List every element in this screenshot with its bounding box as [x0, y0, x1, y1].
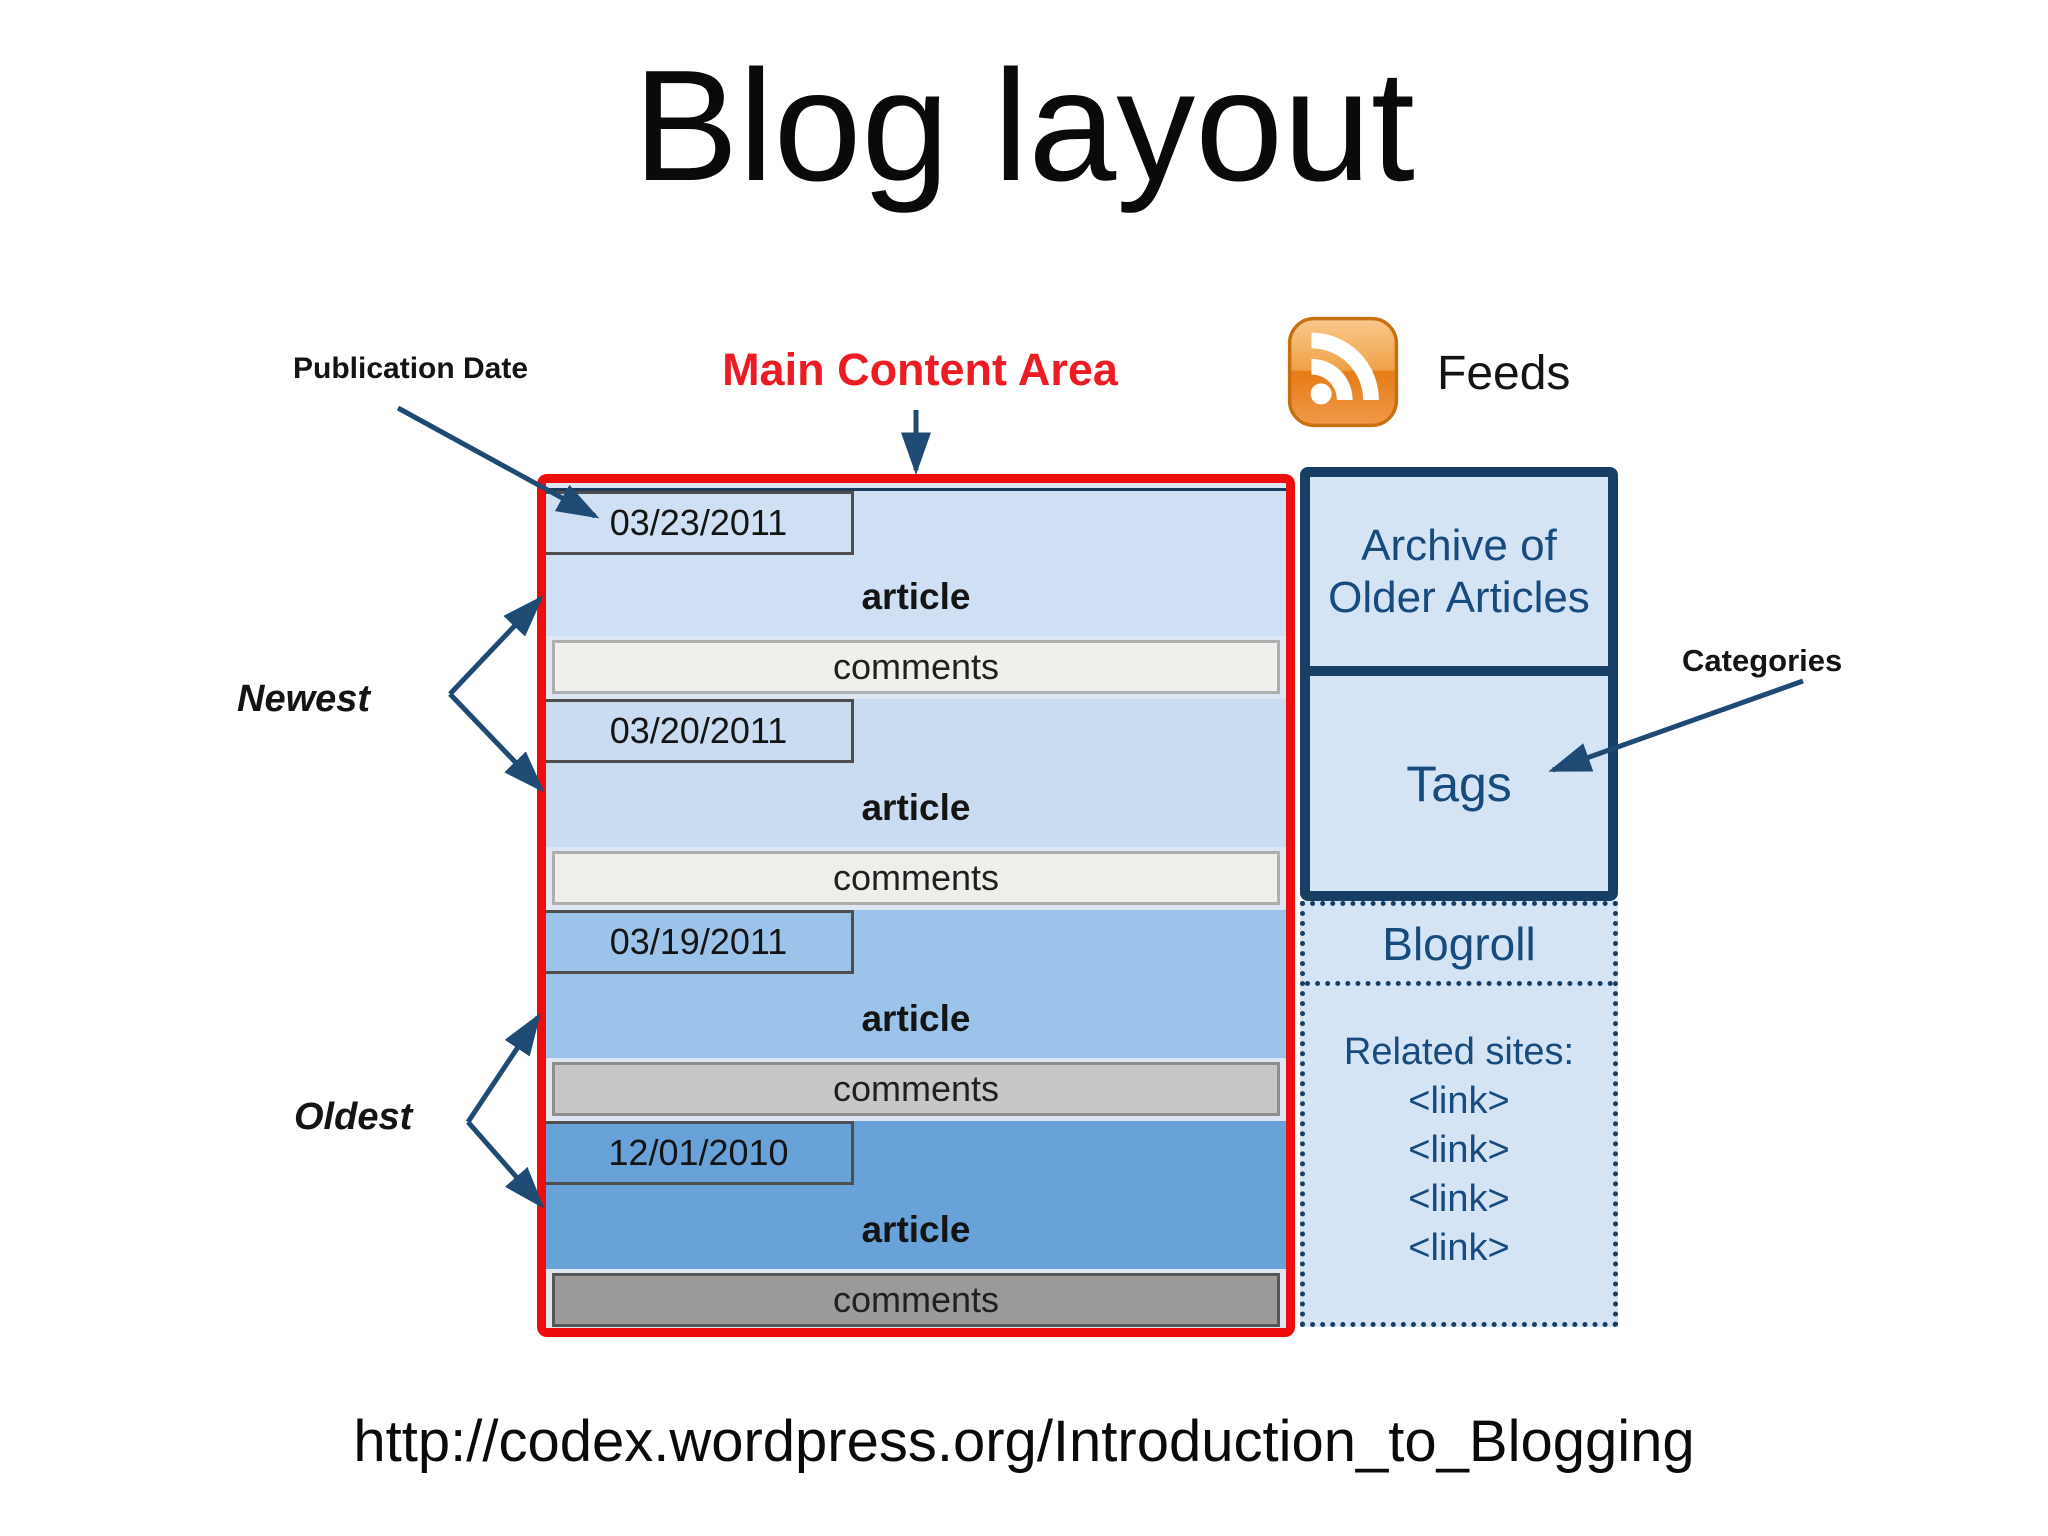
article-label: article — [861, 787, 971, 828]
publication-date-text: 03/20/2011 — [609, 710, 788, 751]
blogroll-title: Blogroll — [1305, 906, 1613, 986]
comments-label: comments — [832, 1068, 1000, 1109]
sidebar-archive-tags-box: Archive of Older Articles Tags — [1300, 467, 1618, 901]
newest-label: Newest — [237, 678, 371, 720]
comments-block: comments — [552, 640, 1280, 694]
blogroll-body: Related sites: <link> <link> <link> <link> — [1305, 986, 1613, 1273]
publication-date-text: 03/19/2011 — [609, 921, 788, 962]
page-title: Blog layout — [633, 38, 1415, 214]
oldest-arrow-lower — [466, 1120, 545, 1209]
related-links: <link> <link> <link> <link> — [1305, 1077, 1613, 1273]
categories-label: Categories — [1682, 643, 1843, 678]
related-link: <link> — [1408, 1227, 1510, 1269]
related-sites-label: Related sites: — [1343, 1031, 1575, 1073]
publication-date-text: 03/23/2011 — [609, 502, 788, 543]
post-list: 03/23/2011 article comments 03/20/2011 a… — [546, 483, 1286, 1327]
archive-box: Archive of Older Articles — [1310, 477, 1608, 676]
comments-label: comments — [832, 857, 1000, 898]
blog-post-group: 03/23/2011 article comments — [546, 488, 1286, 694]
feeds-label: Feeds — [1437, 347, 1571, 400]
publication-date-box: 03/19/2011 — [546, 910, 854, 974]
publication-date-label: Publication Date — [293, 352, 529, 385]
related-link: <link> — [1408, 1129, 1510, 1171]
oldest-arrow-upper — [465, 1012, 541, 1124]
blogroll-box: Blogroll Related sites: <link><link><lin… — [1300, 901, 1618, 1327]
article-label: article — [861, 998, 971, 1039]
related-link: <link> — [1408, 1080, 1510, 1122]
article-label: article — [861, 576, 971, 617]
publication-date-box: 03/23/2011 — [546, 491, 854, 555]
tags-box: Tags — [1406, 755, 1512, 812]
oldest-label: Oldest — [294, 1096, 413, 1138]
rss-feed-icon — [1287, 316, 1399, 428]
publication-date-box: 12/01/2010 — [546, 1121, 854, 1185]
main-content-area-label: Main Content Area — [722, 344, 1118, 395]
comments-block: comments — [552, 851, 1280, 905]
article-block: 03/23/2011 article — [546, 488, 1286, 636]
publication-date-box: 03/20/2011 — [546, 699, 854, 763]
article-block: 03/20/2011 article — [546, 699, 1286, 847]
comments-block: comments — [552, 1273, 1280, 1327]
comments-block: comments — [552, 1062, 1280, 1116]
comments-label: comments — [832, 1279, 1000, 1320]
newest-arrow-lower — [448, 692, 545, 793]
publication-date-text: 12/01/2010 — [608, 1132, 789, 1173]
main-content-area: 03/23/2011 article comments 03/20/2011 a… — [537, 474, 1295, 1337]
blog-post-group: 03/19/2011 article comments — [546, 910, 1286, 1116]
article-block: 03/19/2011 article — [546, 910, 1286, 1058]
article-block: 12/01/2010 article — [546, 1121, 1286, 1269]
blog-post-group: 12/01/2010 article comments — [546, 1121, 1286, 1327]
source-url: http://codex.wordpress.org/Introduction_… — [353, 1409, 1695, 1474]
related-link: <link> — [1408, 1178, 1510, 1220]
newest-arrow-upper — [448, 595, 544, 696]
article-label: article — [861, 1209, 971, 1250]
comments-label: comments — [832, 646, 1000, 687]
blog-post-group: 03/20/2011 article comments — [546, 699, 1286, 905]
